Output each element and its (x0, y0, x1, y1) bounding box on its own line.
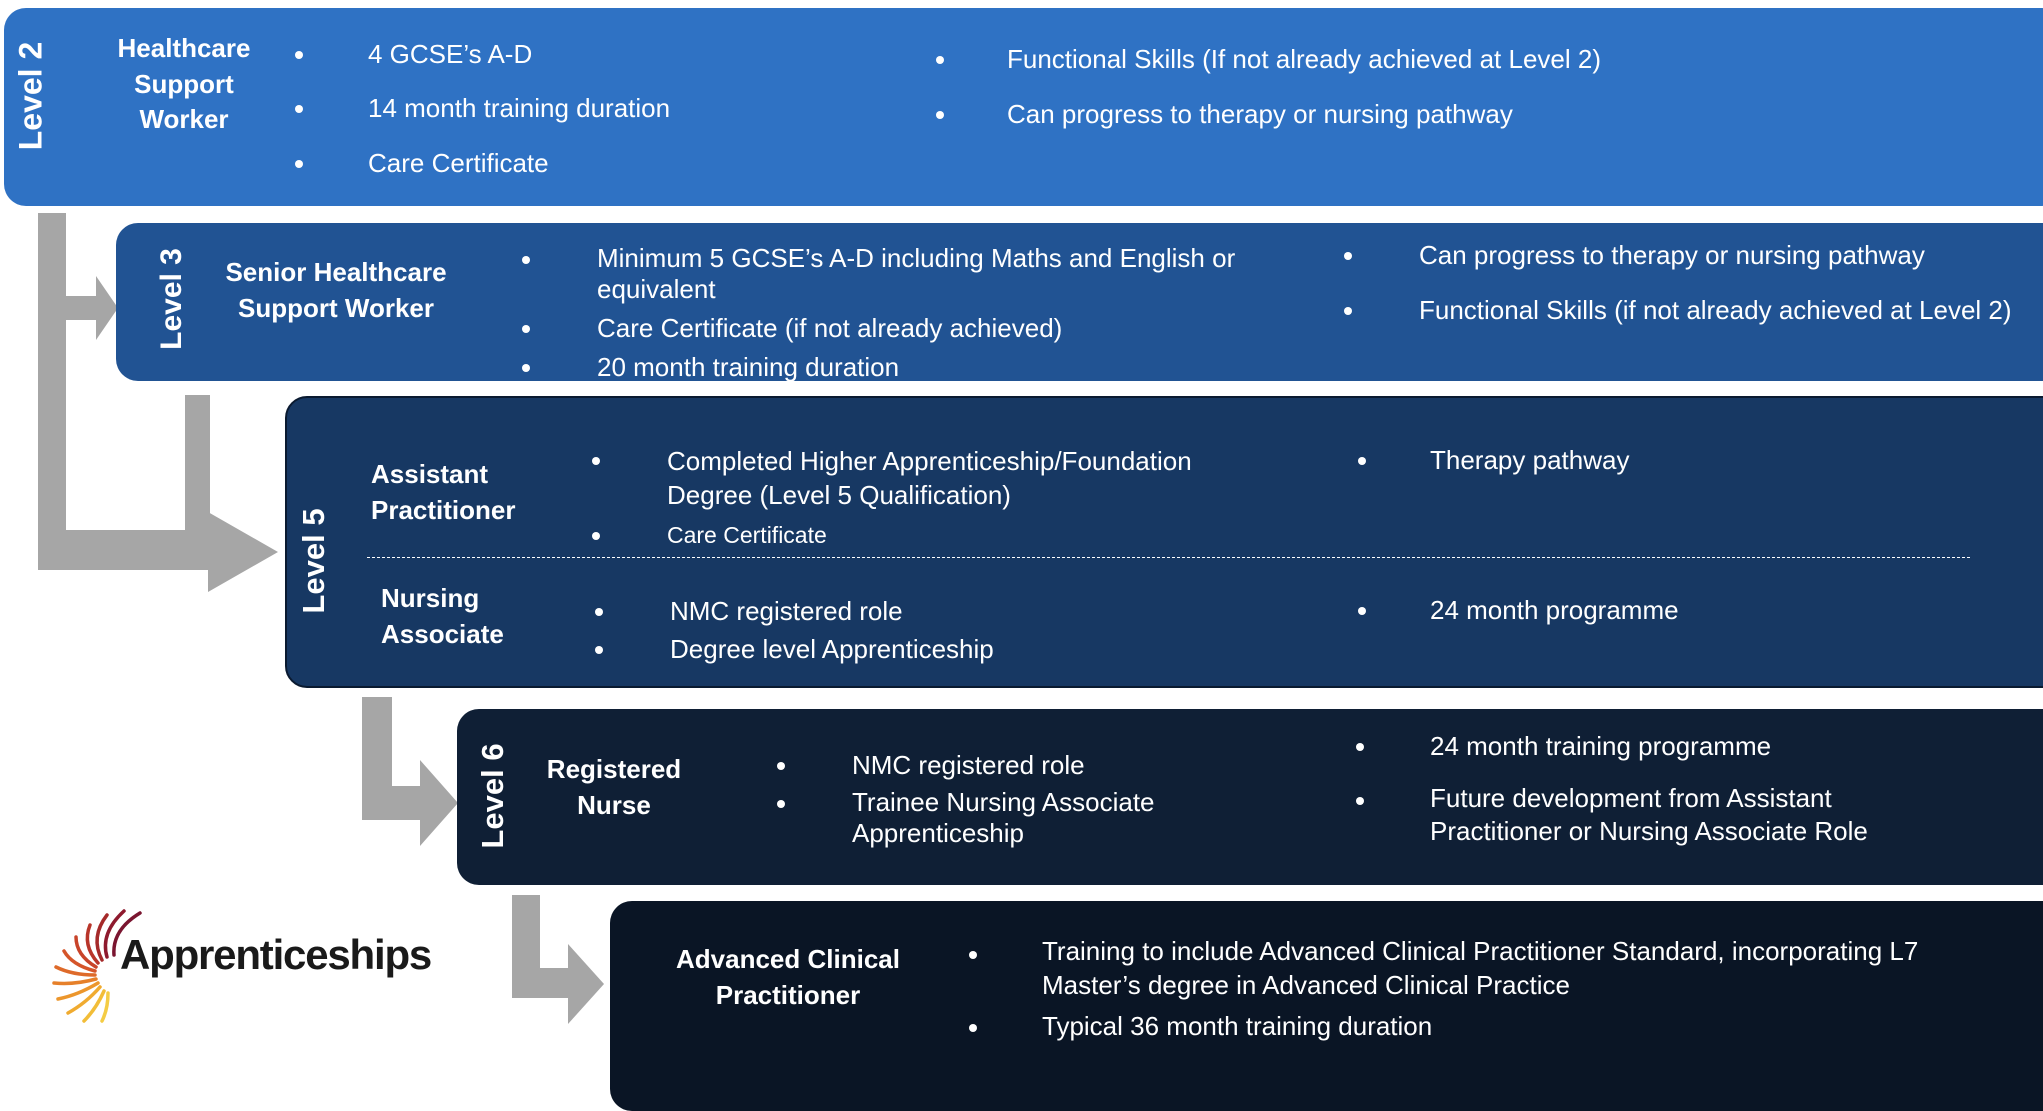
advanced-info-1: Training to include Advanced Clinical Pr… (1042, 936, 1919, 1000)
bullet (969, 1024, 977, 1032)
bullet (1344, 252, 1352, 260)
level-6-label: Level 6 (475, 743, 510, 849)
level-6-req-1: NMC registered role (852, 750, 1085, 780)
level-2-panel: Level 2 Healthcare Support Worker 4 GCSE… (4, 8, 2043, 206)
bullet (777, 800, 785, 808)
level-2-req-3: Care Certificate (368, 148, 549, 178)
level-2-role: Healthcare Support Worker (117, 33, 251, 135)
level-6-req-2: Trainee Nursing Associate Apprenticeship (852, 787, 1155, 849)
level-3-role: Senior Healthcare Support Worker (225, 257, 447, 323)
bullet (522, 364, 530, 372)
bullet (595, 646, 603, 654)
arrow-level6-to-advanced (512, 895, 604, 1024)
assistant-req-2: Care Certificate (667, 522, 827, 548)
bullet (777, 762, 785, 770)
nursing-info-1: 24 month programme (1430, 595, 1679, 625)
bullet (1356, 797, 1364, 805)
level-3-req-3: 20 month training duration (597, 352, 900, 382)
bullet (522, 256, 530, 264)
nursing-req-2: Degree level Apprenticeship (670, 634, 994, 664)
bullet (295, 160, 303, 168)
level-2-label: Level 2 (12, 41, 49, 151)
advanced-clinical-panel: Advanced Clinical Practitioner Training … (610, 901, 2043, 1111)
bullet (1344, 307, 1352, 315)
bullet (595, 608, 603, 616)
bullet (295, 51, 303, 59)
level-3-info-1: Can progress to therapy or nursing pathw… (1419, 240, 1925, 270)
arrow-level5-to-level6 (362, 697, 458, 846)
level-3-panel: Level 3 Senior Healthcare Support Worker… (116, 223, 2043, 382)
bullet (592, 532, 600, 540)
bullet (522, 325, 530, 333)
level-6-panel: Level 6 Registered Nurse NMC registered … (457, 709, 2043, 885)
advanced-info-2: Typical 36 month training duration (1042, 1011, 1433, 1041)
bullet (592, 457, 600, 465)
nursing-associate-role: Nursing Associate (381, 583, 504, 649)
level-2-info-2: Can progress to therapy or nursing pathw… (1007, 99, 1513, 129)
bullet (1358, 457, 1366, 465)
bullet (295, 105, 303, 113)
level-5-panel: Level 5 Assistant Practitioner Completed… (285, 396, 2043, 688)
level-2-req-1: 4 GCSE’s A-D (368, 39, 533, 69)
nursing-req-1: NMC registered role (670, 596, 903, 626)
logo-wordmark: Apprenticeships (120, 931, 432, 978)
level-2-info-1: Functional Skills (If not already achiev… (1007, 44, 1601, 74)
level-6-info-2: Future development from Assistant Practi… (1430, 783, 1868, 846)
level-5-label: Level 5 (296, 508, 331, 614)
registered-nurse-role: Registered Nurse (546, 754, 682, 820)
bullet (969, 951, 977, 959)
level-3-req-1: Minimum 5 GCSE’s A-D including Maths and… (597, 243, 1236, 305)
arrow-level2-to-level5 (38, 512, 278, 592)
assistant-practitioner-role: Assistant Practitioner (371, 459, 516, 525)
bullet (1358, 607, 1366, 615)
level-3-label: Level 3 (155, 248, 188, 350)
arrow-level3-to-level5 (185, 395, 210, 560)
advanced-clinical-role: Advanced Clinical Practitioner (676, 944, 900, 1010)
bullet (1356, 743, 1364, 751)
sunburst-icon (52, 909, 142, 1023)
section-divider (367, 557, 1970, 558)
level-3-info-2: Functional Skills (if not already achiev… (1419, 295, 2012, 325)
assistant-info-1: Therapy pathway (1430, 445, 1630, 475)
assistant-req-1: Completed Higher Apprenticeship/Foundati… (667, 446, 1192, 511)
bullet (936, 111, 944, 119)
level-6-info-1: 24 month training programme (1430, 731, 1772, 761)
level-2-req-2: 14 month training duration (368, 93, 671, 123)
arrow-level2-to-level3 (38, 213, 118, 548)
bullet (936, 56, 944, 64)
level-3-req-2: Care Certificate (if not already achieve… (597, 313, 1063, 343)
apprenticeships-logo: Apprenticeships (52, 905, 442, 1025)
